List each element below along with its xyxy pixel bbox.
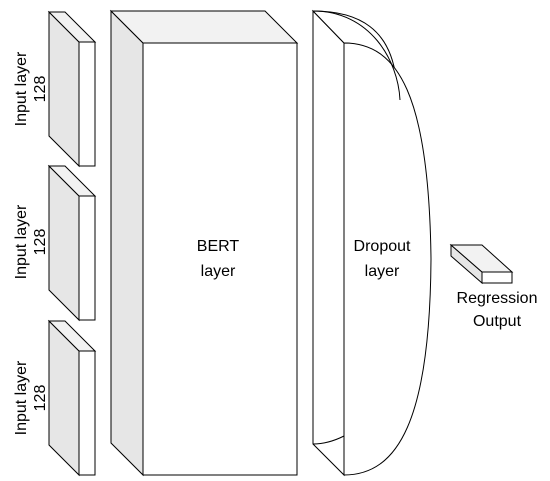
input-label-1-line2: 128	[32, 76, 49, 103]
regression-output-block	[449, 243, 514, 285]
output-block-front	[481, 271, 513, 284]
bert-label-line2: layer	[201, 263, 236, 280]
bert-block-top	[109, 10, 299, 44]
input-layer-block-1	[47, 10, 97, 168]
dropout-layer-block	[311, 9, 432, 477]
input-label-3-line1: Input layer	[13, 360, 30, 435]
input-layer-label-2: Input layer 128	[13, 204, 49, 279]
input-label-2-line2: 128	[32, 229, 49, 256]
input-block-1-front	[78, 41, 96, 167]
input-label-3-line2: 128	[32, 385, 49, 412]
bert-layer-block	[109, 9, 299, 477]
input-layer-block-2	[47, 164, 97, 322]
dropout-block-front	[343, 42, 432, 476]
input-label-1-line1: Input layer	[13, 51, 30, 126]
input-block-3-front	[78, 350, 96, 476]
input-layer-label-3: Input layer 128	[13, 360, 49, 435]
bert-block-side	[110, 9, 144, 477]
dropout-label-line2: layer	[365, 263, 400, 280]
input-block-2-front	[78, 195, 96, 321]
bert-label-line1: BERT	[197, 238, 240, 255]
dropout-block-side	[312, 9, 345, 477]
input-layer-label-1: Input layer 128	[13, 51, 49, 126]
input-label-2-line1: Input layer	[13, 204, 30, 279]
output-label-line1: Regression	[457, 290, 538, 307]
dropout-label-line1: Dropout	[354, 238, 411, 255]
output-label-line2: Output	[473, 313, 522, 330]
input-layer-block-3	[47, 319, 97, 477]
bert-block-front	[142, 42, 298, 476]
dropout-block-edge	[312, 10, 401, 445]
